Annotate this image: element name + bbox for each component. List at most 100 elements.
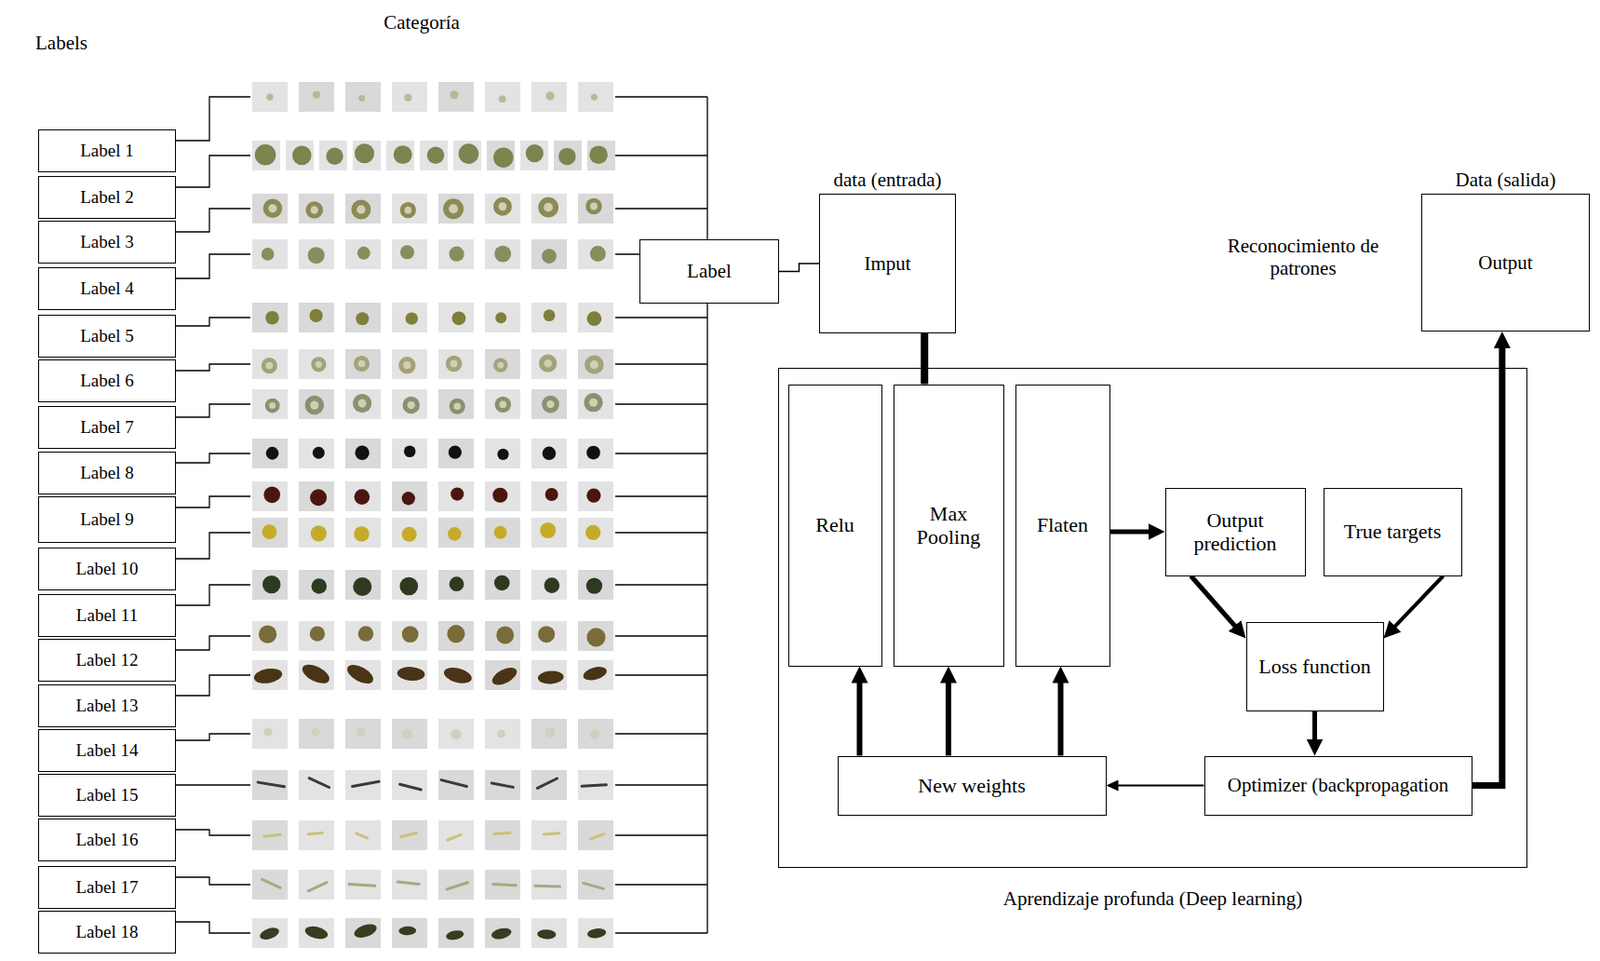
specimen — [542, 446, 557, 461]
specimen-thumbnail — [438, 659, 474, 690]
node-text: Label 9 — [80, 509, 135, 530]
specimen-thumbnail — [453, 140, 482, 171]
leader-line — [615, 883, 708, 885]
specimen-thumbnail — [578, 481, 614, 511]
specimen — [458, 143, 480, 164]
specimen — [449, 398, 466, 415]
label-box: Label 18 — [38, 910, 176, 954]
specimen — [309, 778, 329, 788]
specimen — [585, 524, 601, 540]
leader-line — [615, 495, 708, 497]
specimen — [401, 833, 417, 837]
specimen-thumbnail — [345, 81, 381, 112]
specimen-thumbnail — [252, 820, 288, 850]
specimen — [442, 664, 474, 686]
specimen — [402, 491, 416, 505]
specimen — [353, 355, 370, 372]
specimen — [585, 198, 603, 216]
specimen — [450, 360, 458, 368]
specimen — [525, 144, 544, 162]
specimen — [262, 524, 278, 539]
specimen — [356, 204, 365, 214]
specimen-thumbnail — [438, 620, 474, 651]
specimen — [265, 310, 280, 325]
node-text: Label 16 — [75, 829, 138, 850]
leader-line — [615, 783, 708, 785]
deep-learning-frame: Aprendizaje profunda (Deep learning)Relu… — [778, 367, 1528, 868]
specimen-thumbnail — [391, 389, 428, 419]
node-text: Label 8 — [80, 462, 135, 484]
specimen-thumbnail — [484, 659, 521, 690]
specimen-thumbnail — [345, 481, 381, 511]
specimen-thumbnail — [438, 517, 474, 548]
node-text: Label 1 — [80, 140, 135, 162]
node-text: Label 4 — [80, 278, 135, 299]
specimen-thumbnail — [345, 869, 381, 900]
specimen-thumbnail — [531, 81, 567, 112]
leader-line — [615, 833, 708, 835]
specimen — [400, 201, 417, 218]
connector-arrow — [945, 682, 952, 756]
specimen — [581, 784, 606, 786]
specimen — [427, 146, 445, 164]
node-text: Label 5 — [80, 325, 135, 347]
specimen-thumbnail — [438, 869, 474, 900]
specimen — [489, 663, 520, 688]
label-box: Label 15 — [38, 773, 176, 817]
specimen — [354, 445, 369, 460]
specimen-thumbnail — [484, 769, 521, 800]
specimen-thumbnail — [391, 481, 428, 511]
specimen — [543, 202, 553, 213]
connector-arrow — [857, 682, 863, 756]
specimen-thumbnail — [391, 659, 428, 690]
label-box: Label 10 — [38, 547, 176, 591]
specimen-thumbnail — [531, 193, 567, 224]
specimen-thumbnail — [531, 820, 567, 850]
leader-line — [175, 783, 251, 785]
leader-line — [615, 732, 708, 734]
specimen-thumbnail — [391, 302, 428, 333]
annotation-text: Categoría — [347, 11, 497, 34]
label-box: Label 11 — [38, 593, 176, 637]
specimen — [310, 205, 319, 214]
specimen — [357, 246, 371, 260]
label-box: Label 17 — [38, 865, 176, 909]
specimen — [397, 881, 419, 885]
specimen — [352, 577, 372, 596]
specimen — [494, 525, 508, 539]
specimen-thumbnail — [578, 193, 614, 224]
specimen-thumbnail — [438, 302, 474, 333]
specimen — [308, 833, 323, 834]
specimen — [539, 522, 556, 538]
specimen-thumbnail — [298, 349, 335, 379]
specimen-thumbnail — [578, 718, 614, 749]
specimen — [402, 728, 413, 740]
specimen — [446, 624, 465, 643]
specimen — [443, 198, 464, 219]
specimen-thumbnail — [484, 239, 521, 269]
leader-line — [615, 363, 708, 364]
specimen-thumbnail — [345, 917, 381, 948]
node-text: Label 15 — [75, 784, 138, 806]
specimen-thumbnail — [298, 620, 335, 651]
specimen — [354, 143, 375, 163]
specimen-thumbnail — [391, 569, 428, 600]
specimen-thumbnail — [531, 389, 567, 419]
specimen — [583, 882, 604, 888]
specimen-thumbnail — [252, 517, 288, 548]
specimen — [546, 400, 554, 408]
specimen-thumbnail — [252, 438, 288, 469]
specimen-thumbnail — [578, 349, 614, 379]
specimen — [262, 878, 281, 888]
leader-line — [175, 584, 251, 606]
specimen-thumbnail — [252, 481, 288, 511]
specimen-thumbnail — [252, 620, 288, 651]
specimen-thumbnail — [345, 302, 381, 333]
leader-line — [175, 317, 251, 326]
connector-arrow — [1058, 682, 1064, 756]
specimen-thumbnail — [252, 140, 281, 171]
specimen — [448, 445, 462, 459]
specimen-thumbnail — [252, 389, 288, 419]
specimen — [299, 660, 333, 687]
specimen — [350, 200, 371, 220]
